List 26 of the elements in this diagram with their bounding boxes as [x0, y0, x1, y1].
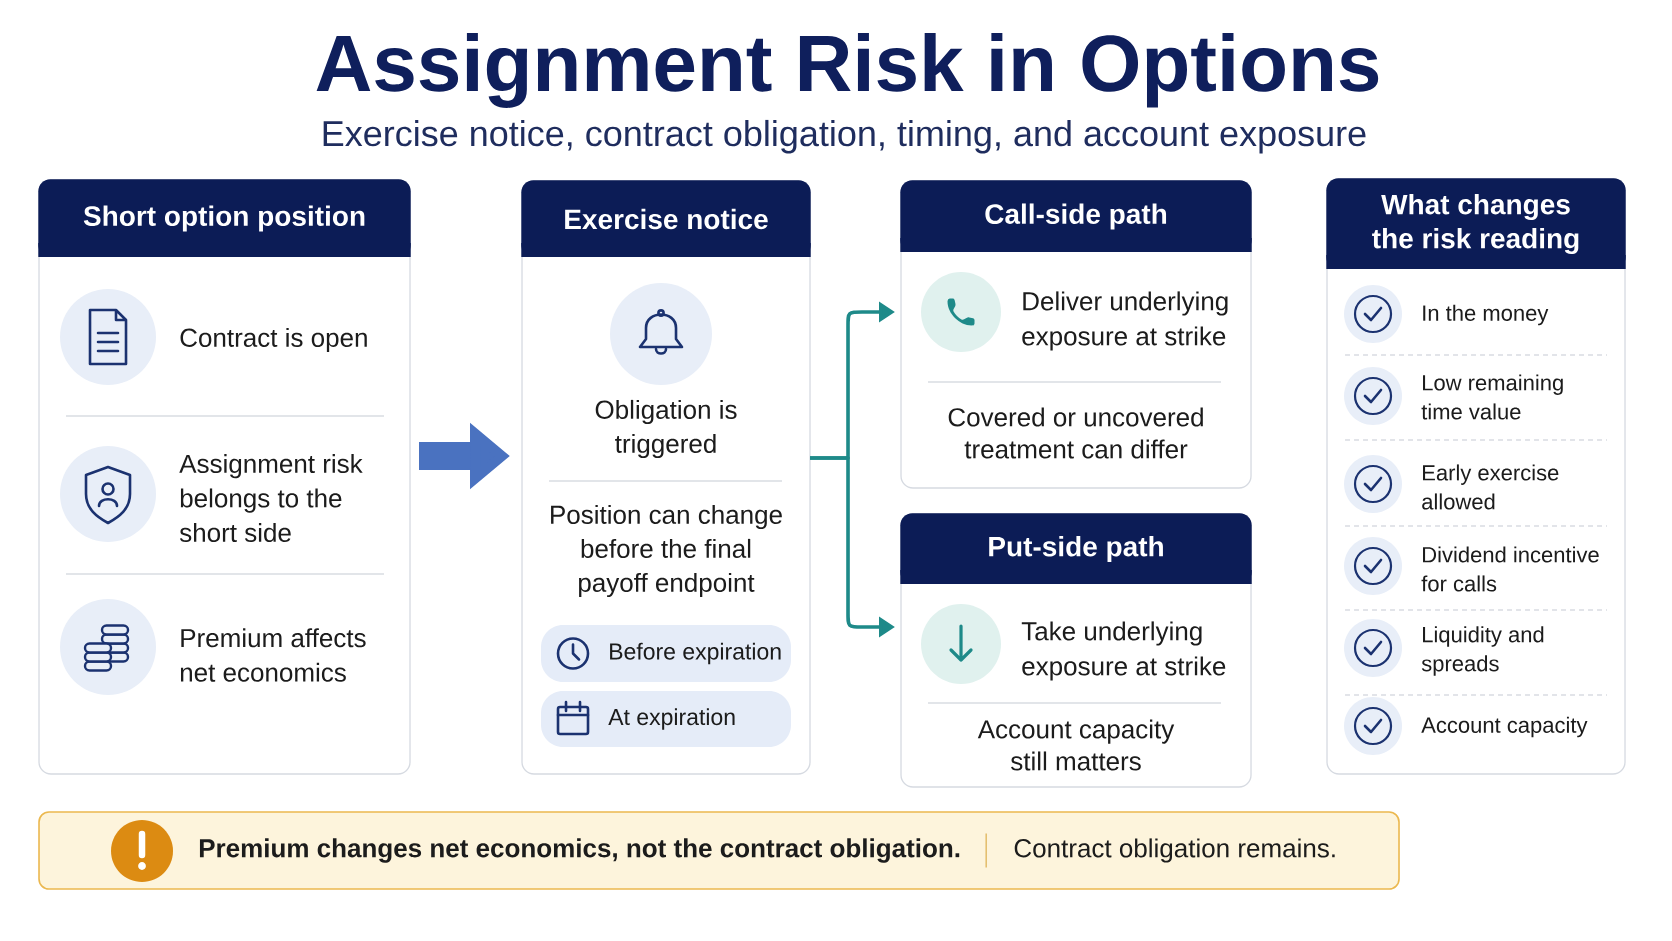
item-text: Premium affects net economics: [180, 628, 366, 682]
item-text: Contract is open: [180, 327, 367, 353]
item-text: Low remaining time value: [1421, 374, 1563, 420]
card-header: Exercise notice: [521, 180, 811, 257]
item-text: Liquidity and spreads: [1421, 626, 1544, 676]
subtitle: Exercise notice, contract obligation, timing, and account exposure: [323, 119, 1366, 154]
item-text: In the money: [1423, 304, 1549, 326]
item-text: Early exercise allowed: [1422, 464, 1559, 510]
timing-pill: Before expiration: [541, 625, 791, 682]
body-text: Account capacity still matters: [977, 719, 1175, 771]
note-text: Premium changes net economics, not the contract obligation.: [199, 838, 960, 863]
timing-pill: At expiration: [541, 691, 791, 747]
body-text: Take underlying exposure at strike: [1021, 621, 1226, 681]
body-text: Deliver underlying exposure at strike: [1022, 291, 1228, 351]
card-header: Put-side path: [900, 513, 1252, 584]
body-text: Position can change before the final payoff endpoint: [551, 504, 782, 598]
item-text: Assignment risk belongs to the short side: [179, 453, 363, 543]
item-text: Dividend incentive for calls: [1421, 546, 1599, 592]
card-header: Call-side path: [900, 180, 1252, 252]
item-text: Account capacity: [1421, 716, 1588, 738]
body-text: Obligation is triggered: [595, 399, 737, 459]
title: Assignment Risk in Options: [316, 33, 1379, 108]
card-header: What changes the risk reading: [1326, 178, 1626, 269]
note-text: Contract obligation remains.: [1014, 838, 1335, 863]
body-text: Covered or uncovered treatment can differ: [948, 407, 1203, 459]
card-header: Short option position: [38, 179, 411, 257]
